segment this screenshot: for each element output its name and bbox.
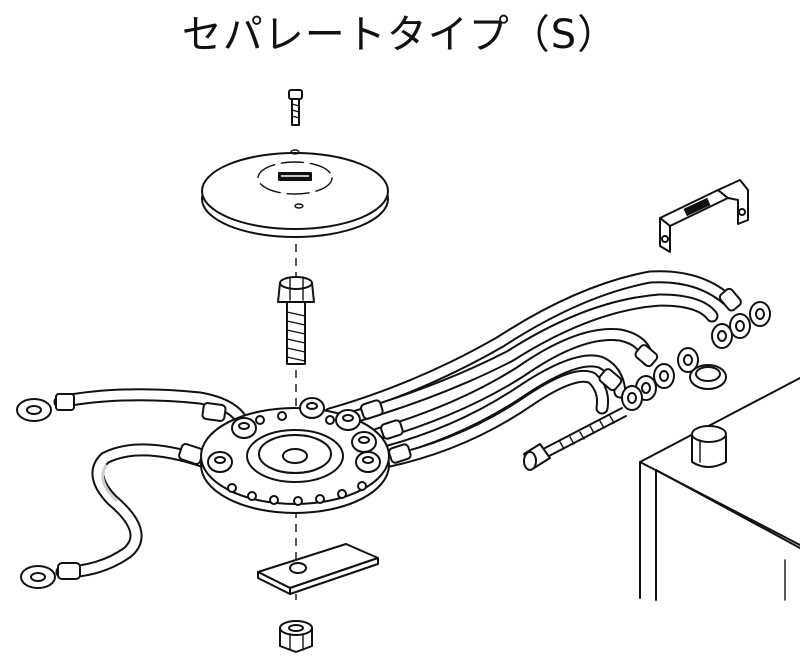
diagram-title: セパレートタイプ（S） bbox=[181, 12, 619, 58]
bottom-nut bbox=[279, 620, 313, 653]
terminal-nuts-right bbox=[621, 301, 771, 411]
mounting-bracket bbox=[659, 179, 749, 253]
long-bolt bbox=[523, 407, 627, 471]
rubber-pad bbox=[257, 543, 379, 595]
top-screw bbox=[288, 89, 303, 126]
cable-bundle bbox=[53, 270, 737, 579]
plate-terminal-nuts bbox=[207, 397, 381, 473]
battery-terminal-cap bbox=[691, 425, 727, 468]
ring-terminals bbox=[16, 398, 56, 589]
hex-bolt bbox=[277, 276, 315, 365]
distribution-plate bbox=[200, 407, 390, 514]
battery-box bbox=[639, 377, 800, 601]
cable-sleeves bbox=[55, 287, 742, 580]
cover-plate bbox=[201, 149, 389, 238]
